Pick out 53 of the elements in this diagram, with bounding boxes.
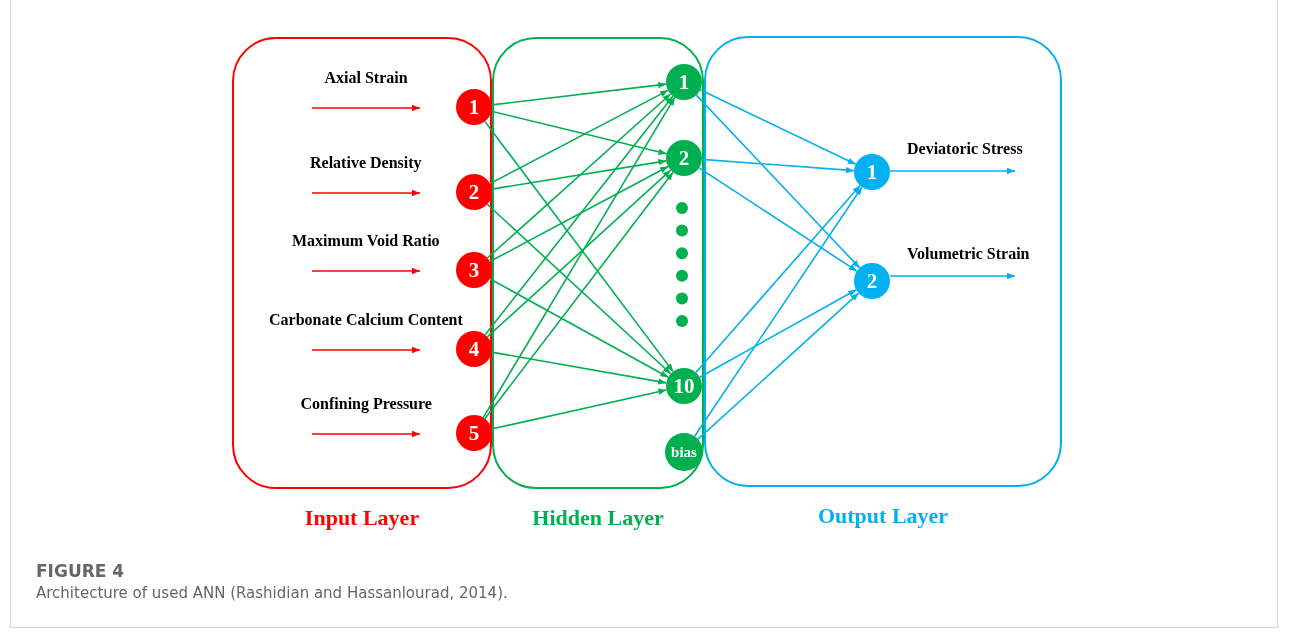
hidden-neuron: 10 bbox=[666, 368, 702, 404]
connection-arrow bbox=[484, 120, 674, 373]
connection-arrow bbox=[490, 388, 668, 430]
output-neuron: 1 bbox=[854, 154, 890, 190]
connection-arrow bbox=[490, 159, 668, 190]
connection-arrow bbox=[698, 288, 858, 379]
input-label: Confining Pressure bbox=[300, 395, 432, 413]
input-arrow bbox=[311, 189, 421, 197]
connection-arrow bbox=[489, 89, 669, 185]
connection-arrow bbox=[489, 165, 669, 263]
input-neuron: 3 bbox=[456, 252, 492, 288]
output-neuron: 2 bbox=[854, 263, 890, 299]
connection-arrow bbox=[482, 96, 676, 419]
hidden-neuron: 2 bbox=[666, 140, 702, 176]
connection-arrow bbox=[697, 292, 860, 441]
input-neuron: 2 bbox=[456, 174, 492, 210]
figure-caption: Architecture of used ANN (Rashidian and Hassanlourad, 2014). bbox=[36, 584, 508, 602]
input-arrow bbox=[311, 104, 421, 112]
connection-arrow bbox=[693, 186, 863, 438]
input-label: Carbonate Calcium Content bbox=[269, 311, 463, 329]
connection-arrow bbox=[889, 272, 1016, 280]
connection-arrow bbox=[486, 169, 672, 338]
hidden-neuron: bias bbox=[665, 433, 703, 471]
output-label: Deviatoric Stress bbox=[907, 140, 1057, 168]
connection-arrow bbox=[484, 95, 674, 336]
connection-arrow bbox=[695, 94, 861, 269]
output-label: Volumetric Strain bbox=[907, 245, 1062, 273]
connection-arrow bbox=[699, 88, 857, 166]
input-label: Axial Strain bbox=[324, 69, 408, 87]
input-arrow bbox=[311, 346, 421, 354]
layer-heading: Hidden Layer bbox=[531, 505, 665, 531]
connection-arrow bbox=[484, 171, 674, 420]
connection-arrow bbox=[695, 184, 861, 374]
input-arrow bbox=[311, 430, 421, 438]
layer-heading: Input Layer bbox=[303, 505, 421, 531]
figure-number: FIGURE 4 bbox=[36, 561, 125, 581]
connection-arrow bbox=[698, 167, 858, 272]
input-neuron: 5 bbox=[456, 415, 492, 451]
hidden-neuron: 1 bbox=[666, 64, 702, 100]
connection-arrow bbox=[490, 110, 668, 155]
layer-heading: Output Layer bbox=[816, 503, 950, 529]
input-neuron: 4 bbox=[456, 331, 492, 367]
input-neuron: 1 bbox=[456, 89, 492, 125]
input-arrow bbox=[311, 267, 421, 275]
connection-arrow bbox=[490, 351, 668, 385]
connection-arrow bbox=[488, 277, 670, 379]
connection-arrow bbox=[701, 158, 855, 174]
connection-arrow bbox=[491, 81, 667, 106]
connection-arrow bbox=[486, 203, 672, 375]
connection-arrow bbox=[889, 167, 1016, 175]
connection-arrow bbox=[486, 93, 672, 259]
input-label: Relative Density bbox=[310, 154, 422, 172]
input-label: Maximum Void Ratio bbox=[292, 232, 440, 250]
